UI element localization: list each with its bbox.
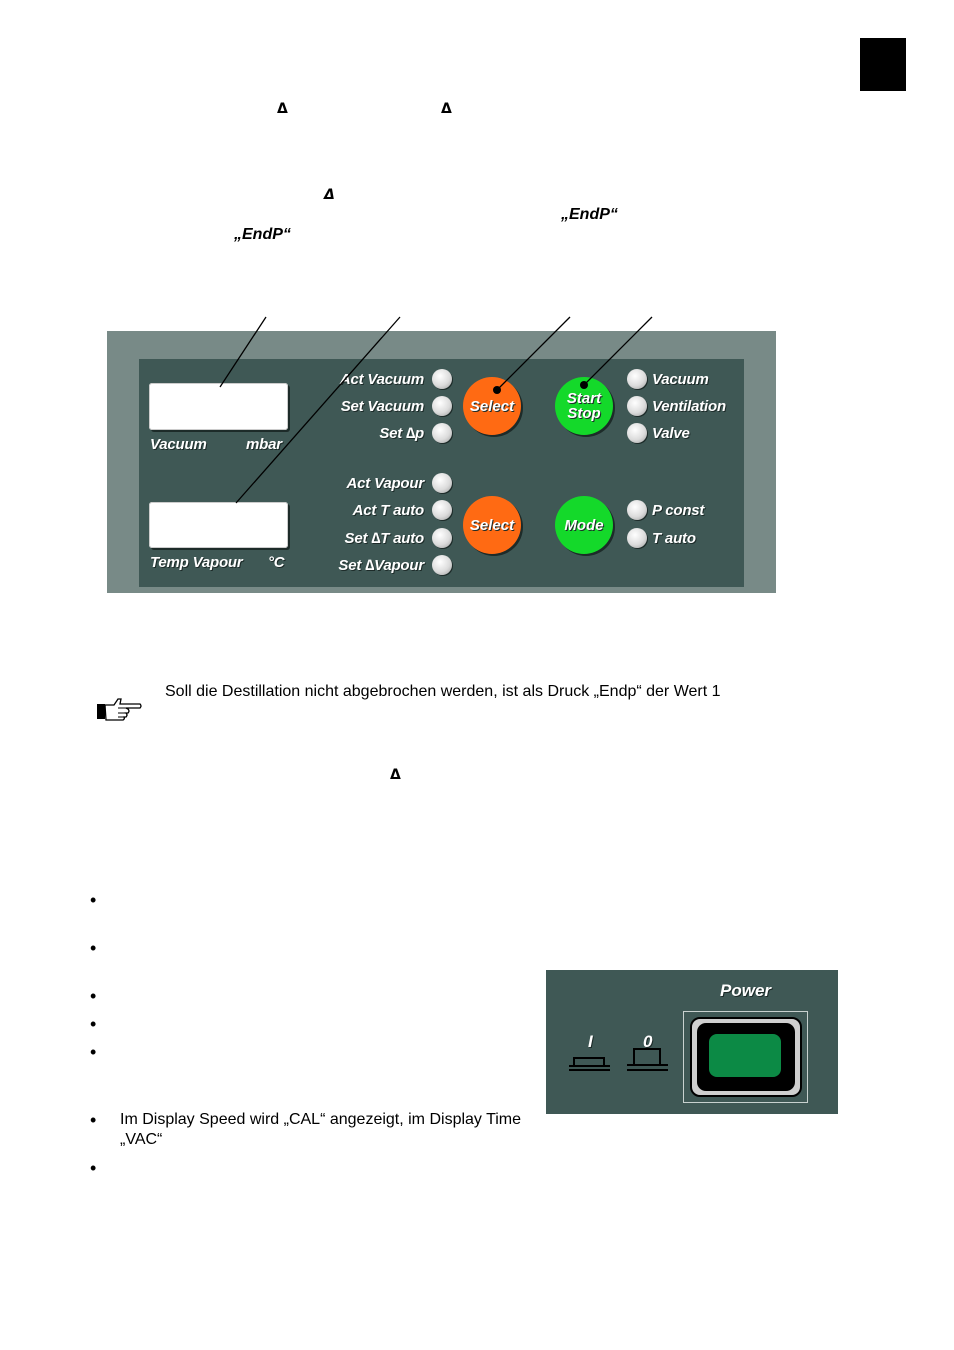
note-text: Soll die Destillation nicht abgebrochen … — [165, 683, 721, 700]
led-p-const — [627, 500, 647, 520]
start-label: Start — [566, 390, 602, 407]
led-act-vapour — [432, 473, 452, 493]
led-act-t-auto — [432, 500, 452, 520]
list-bullet: • — [90, 890, 97, 910]
led-set-dt-auto — [432, 528, 452, 548]
power-off-label: 0 — [643, 1032, 653, 1051]
led-label-act-vapour: Act Vapour — [346, 475, 425, 492]
start-stop-button[interactable]: Start Stop — [555, 377, 613, 435]
delta-symbol: Δ — [441, 101, 452, 117]
led-ventilation — [627, 396, 647, 416]
endp-term: „EndP“ — [561, 206, 618, 223]
delta-symbol: Δ — [324, 187, 335, 203]
led-label-t-auto: T auto — [652, 530, 696, 547]
led-vacuum — [627, 369, 647, 389]
power-switch-rocker[interactable] — [709, 1034, 781, 1077]
pointing-hand-icon — [97, 698, 142, 721]
led-set-vacuum — [432, 396, 452, 416]
power-switch-frame — [683, 1011, 808, 1103]
led-label-vacuum: Vacuum — [652, 371, 709, 388]
select-vacuum-button[interactable]: Select — [463, 377, 521, 435]
list-bullet: • — [90, 1158, 97, 1178]
led-label-set-dt-auto: Set ∆T auto — [344, 530, 425, 547]
select-button-label: Select — [469, 516, 515, 534]
select-vapour-button[interactable]: Select — [463, 496, 521, 554]
delta-symbol: Δ — [277, 101, 288, 117]
power-label: Power — [720, 981, 772, 1000]
temp-display — [149, 502, 288, 548]
vacuum-display — [149, 383, 288, 430]
endp-term: „EndP“ — [234, 226, 291, 243]
led-set-dvapour — [432, 555, 452, 575]
mode-label: Mode — [564, 516, 604, 534]
led-label-act-t-auto: Act T auto — [352, 502, 425, 519]
power-on-symbol-icon — [569, 1057, 610, 1071]
led-label-set-dvapour: Set ∆Vapour — [338, 557, 424, 574]
stop-label: Stop — [567, 405, 601, 422]
led-label-set-dp: Set ∆p — [379, 425, 424, 442]
led-act-vacuum — [432, 369, 452, 389]
temp-unit: °C — [268, 554, 285, 571]
list-bullet: • — [90, 986, 97, 1006]
mode-button[interactable]: Mode — [555, 496, 613, 554]
power-off-symbol-icon — [627, 1048, 668, 1071]
list-bullet: • — [90, 1042, 97, 1062]
list-bullet: • — [90, 938, 97, 958]
vacuum-label: Vacuum — [150, 436, 207, 453]
list-item-display-text: Im Display Speed wird „CAL“ angezeigt, i… — [120, 1111, 522, 1148]
led-t-auto — [627, 528, 647, 548]
led-label-p-const: P const — [652, 502, 705, 519]
vacuum-unit: mbar — [246, 436, 282, 453]
led-label-act-vacuum: Act Vacuum — [339, 371, 424, 388]
list-bullet: • — [90, 1014, 97, 1034]
power-on-label: I — [588, 1032, 593, 1051]
led-valve — [627, 423, 647, 443]
temp-label: Temp Vapour — [150, 554, 243, 571]
section-marker-block — [860, 38, 906, 91]
led-label-ventilation: Ventilation — [652, 398, 726, 415]
delta-symbol: Δ — [390, 767, 401, 783]
led-label-set-vacuum: Set Vacuum — [340, 398, 425, 415]
led-label-valve: Valve — [652, 425, 690, 442]
led-set-dp — [432, 423, 452, 443]
select-button-label: Select — [469, 397, 515, 415]
list-bullet: • — [90, 1110, 97, 1130]
